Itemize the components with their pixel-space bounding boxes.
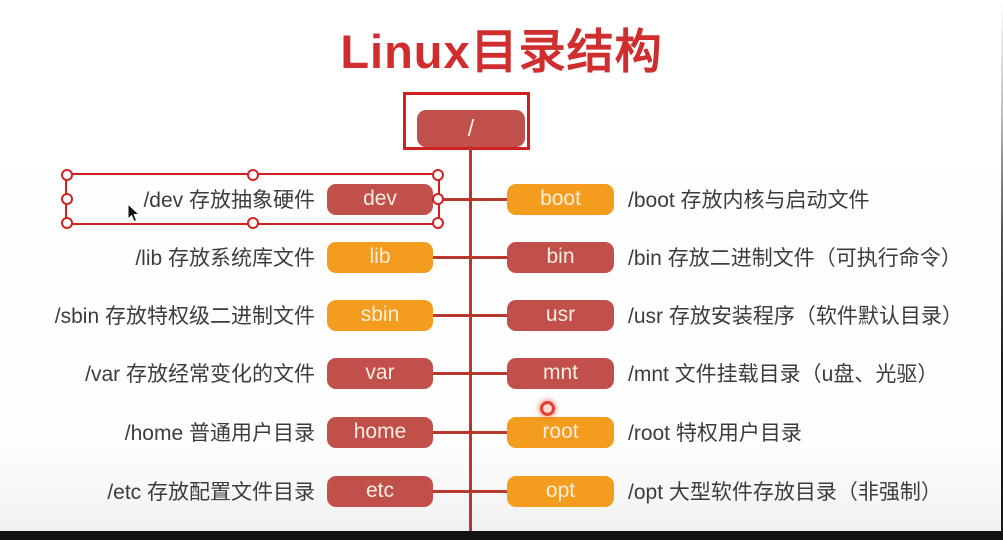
dir-description-home: /home 普通用户目录 bbox=[124, 422, 315, 445]
dir-node-opt: opt bbox=[507, 475, 614, 507]
bottom-letterbox-bar bbox=[0, 531, 1003, 540]
connector-line bbox=[430, 255, 512, 259]
dir-node-dev: dev bbox=[327, 183, 433, 215]
dir-node-var: var bbox=[327, 357, 433, 389]
dir-node-root: / bbox=[417, 110, 525, 147]
dir-node-label: opt bbox=[545, 479, 576, 502]
page-title: Linux目录结构 bbox=[340, 25, 663, 78]
dir-node-home: home bbox=[327, 416, 433, 448]
dir-description-sbin: /sbin 存放特权级二进制文件 bbox=[54, 305, 315, 328]
selection-handle[interactable] bbox=[432, 169, 444, 181]
dir-description-root: /root 特权用户目录 bbox=[628, 422, 802, 445]
tree-trunk-line bbox=[469, 146, 472, 532]
dir-description-dev: /dev 存放抽象硬件 bbox=[143, 189, 315, 212]
dir-node-sbin: sbin bbox=[327, 299, 433, 331]
dir-description-etc: /etc 存放配置文件目录 bbox=[107, 481, 315, 504]
dir-node-label: bin bbox=[546, 245, 575, 268]
dir-description-var: /var 存放经常变化的文件 bbox=[85, 363, 315, 386]
connector-line bbox=[430, 430, 512, 434]
root-highlight-box bbox=[403, 92, 530, 150]
connector-line bbox=[430, 489, 512, 493]
dir-node-mnt: mnt bbox=[507, 357, 614, 389]
connector-line bbox=[430, 197, 512, 201]
dir-node-bin: bin bbox=[507, 241, 614, 273]
dir-node-label: boot bbox=[540, 187, 581, 210]
selection-handle[interactable] bbox=[246, 169, 259, 181]
connector-line bbox=[430, 313, 512, 317]
selection-handle[interactable] bbox=[61, 217, 73, 229]
dir-description-boot: /boot 存放内核与启动文件 bbox=[628, 189, 870, 212]
dir-node-label: etc bbox=[365, 479, 394, 502]
dir-description-lib: /lib 存放系统库文件 bbox=[135, 247, 315, 270]
mouse-cursor-icon bbox=[127, 203, 141, 223]
dir-node-label: lib bbox=[369, 245, 391, 268]
dir-node-label: sbin bbox=[360, 303, 400, 326]
dir-node-label: var bbox=[365, 361, 395, 384]
selection-handle[interactable] bbox=[61, 193, 73, 205]
dir-node-usr: usr bbox=[507, 299, 614, 331]
selection-handle[interactable] bbox=[61, 169, 73, 181]
dir-description-mnt: /mnt 文件挂载目录（u盘、光驱） bbox=[628, 363, 939, 386]
dir-description-bin: /bin 存放二进制文件（可执行命令） bbox=[628, 247, 962, 270]
dir-node-label: home bbox=[353, 420, 407, 443]
dir-description-opt: /opt 大型软件存放目录（非强制） bbox=[628, 481, 942, 504]
dir-node-label: usr bbox=[545, 303, 576, 326]
dir-node-label: root bbox=[542, 420, 579, 443]
dir-node-lib: lib bbox=[327, 241, 433, 273]
selection-handle[interactable] bbox=[246, 217, 259, 229]
dir-node-label: / bbox=[467, 115, 475, 141]
dir-node-label: dev bbox=[363, 187, 397, 210]
right-edge-shadow bbox=[1001, 0, 1003, 531]
dir-node-label: mnt bbox=[542, 361, 578, 384]
connector-line bbox=[430, 371, 512, 375]
dir-description-usr: /usr 存放安装程序（软件默认目录） bbox=[628, 305, 963, 328]
laser-pointer-dot-icon bbox=[540, 401, 555, 416]
dir-node-boot: boot bbox=[507, 183, 614, 215]
selection-handle[interactable] bbox=[432, 217, 444, 229]
dir-node-etc: etc bbox=[327, 475, 433, 507]
annotation-selection-rect[interactable] bbox=[61, 169, 444, 229]
selection-handle[interactable] bbox=[432, 193, 444, 205]
dir-node-root-dir: root bbox=[507, 416, 614, 448]
